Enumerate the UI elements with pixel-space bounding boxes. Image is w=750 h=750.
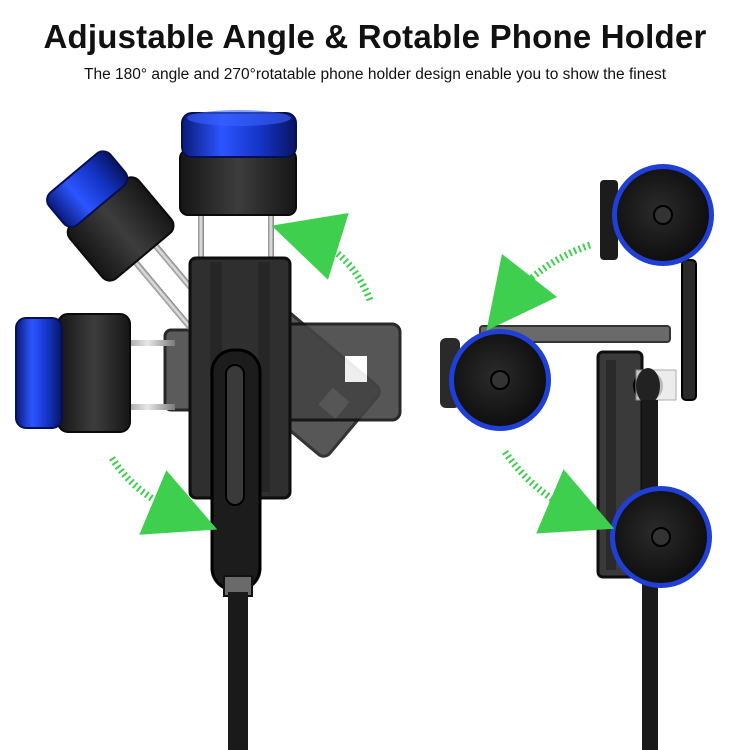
page-subtitle: The 180° angle and 270°rotatable phone h… bbox=[83, 66, 667, 83]
rotation-holder bbox=[440, 164, 714, 750]
page-title: Adjustable Angle & Rotable Phone Holder bbox=[43, 18, 707, 55]
arrow-rotate-left-icon bbox=[486, 241, 592, 331]
arrow-up-icon bbox=[271, 212, 374, 302]
arrow-down-icon bbox=[109, 456, 218, 535]
arrow-rotate-down-icon bbox=[502, 449, 615, 534]
angle-adjust-holder bbox=[15, 110, 402, 750]
